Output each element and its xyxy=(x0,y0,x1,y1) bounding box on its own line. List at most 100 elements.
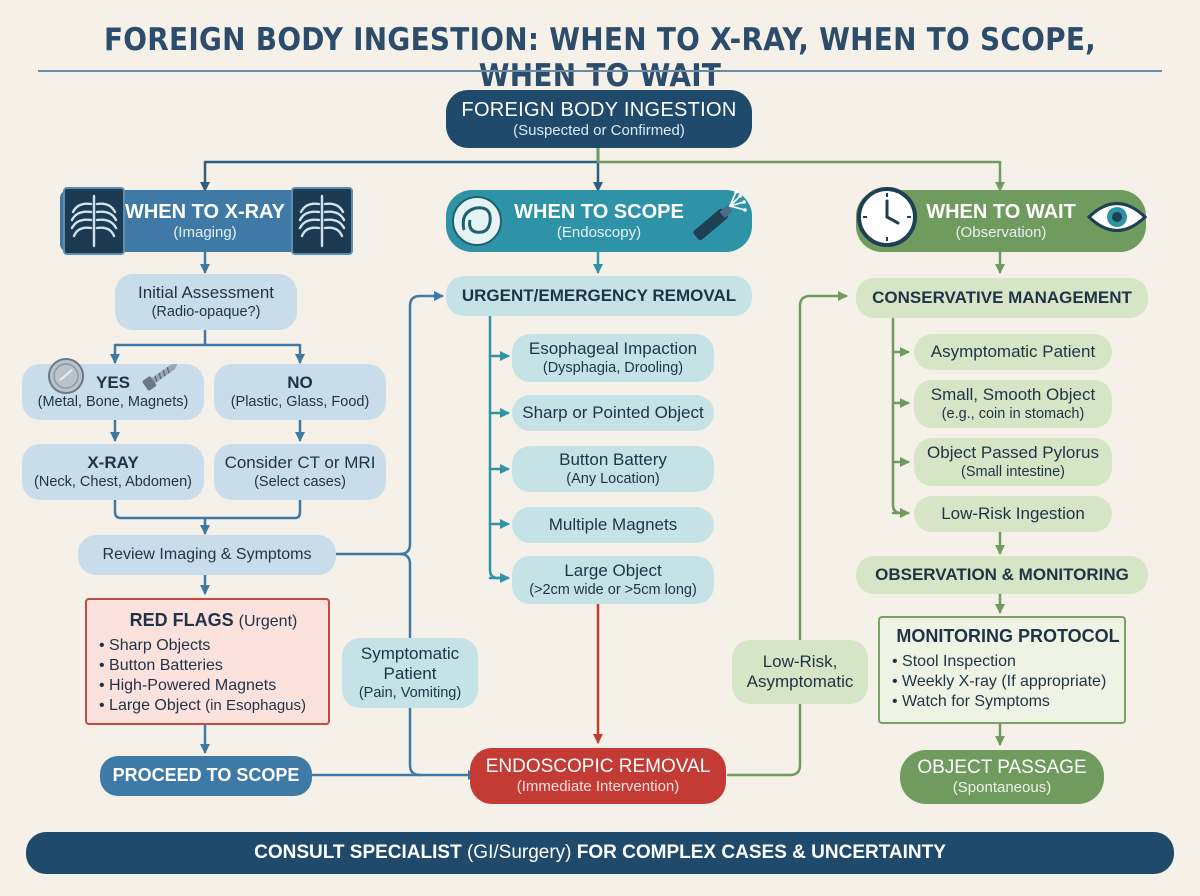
yes-subtitle: (Metal, Bone, Magnets) xyxy=(37,393,189,410)
wait-header-title: WHEN TO WAIT xyxy=(926,201,1076,223)
footer-part-3: FOR COMPLEX CASES & UNCERTAINTY xyxy=(576,841,946,863)
conservative-management-label: CONSERVATIVE MANAGEMENT xyxy=(872,287,1132,307)
scope-item-title: Multiple Magnets xyxy=(548,514,678,534)
scope-item-title: Large Object xyxy=(564,561,662,581)
initial-assessment-title: Initial Assessment xyxy=(137,283,275,303)
coin-icon xyxy=(46,356,86,401)
title-divider xyxy=(38,70,1162,72)
symptomatic-subtitle: (Pain, Vomiting) xyxy=(358,684,462,701)
endoscope-icon xyxy=(684,190,748,255)
red-flags-heading: RED FLAGS xyxy=(129,610,234,630)
scope-item-box: Multiple Magnets xyxy=(512,507,714,543)
endoscope-icon xyxy=(450,194,504,253)
wait-item-title: Small, Smooth Object xyxy=(930,385,1096,405)
xray-header-subtitle: (Imaging) xyxy=(173,224,237,241)
clock-icon xyxy=(856,186,918,253)
footer-part-1: CONSULT SPECIALIST xyxy=(254,841,462,863)
wait-item-box: Small, Smooth Object (e.g., coin in stom… xyxy=(914,380,1112,428)
endoscopic-removal-subtitle: (Immediate Intervention) xyxy=(516,778,680,796)
wait-item-box: Object Passed Pylorus (Small intestine) xyxy=(914,438,1112,486)
endoscopic-removal-title: ENDOSCOPIC REMOVAL xyxy=(485,755,711,777)
root-to-xray-arrow xyxy=(200,144,600,192)
symptomatic-patient-box: Symptomatic Patient (Pain, Vomiting) xyxy=(342,638,478,708)
radio-opaque-no-box: NO (Plastic, Glass, Food) xyxy=(214,364,386,420)
footer-part-2: (GI/Surgery) xyxy=(466,841,572,863)
conservative-management-box: CONSERVATIVE MANAGEMENT xyxy=(856,278,1148,318)
low-risk-asymptomatic-box: Low-Risk, Asymptomatic xyxy=(732,640,868,704)
proceed-to-scope-label: PROCEED TO SCOPE xyxy=(112,765,300,786)
root-to-wait-arrow xyxy=(596,144,1005,192)
chest-xray-icon xyxy=(290,186,354,261)
observation-monitoring-box: OBSERVATION & MONITORING xyxy=(856,556,1148,594)
scope-item-box: Sharp or Pointed Object xyxy=(512,395,714,431)
consult-specialist-banner: CONSULT SPECIALIST (GI/Surgery) FOR COMP… xyxy=(26,832,1174,874)
red-flag-item-suffix: (in Esophagus) xyxy=(205,696,307,714)
wait-item-title: Asymptomatic Patient xyxy=(930,341,1096,361)
ct-subtitle: (Select cases) xyxy=(254,473,346,490)
monitoring-item: • Stool Inspection xyxy=(892,652,1016,670)
scope-item-box: Button Battery (Any Location) xyxy=(512,446,714,492)
symptomatic-title-1: Symptomatic xyxy=(360,643,460,663)
object-passage-box: OBJECT PASSAGE (Spontaneous) xyxy=(900,750,1104,804)
review-imaging-label: Review Imaging & Symptoms xyxy=(102,546,312,564)
low-risk-line-1: Low-Risk, xyxy=(762,651,838,671)
wait-header-subtitle: (Observation) xyxy=(955,224,1047,241)
urgent-removal-box: URGENT/EMERGENCY REMOVAL xyxy=(446,276,752,316)
initial-assessment-box: Initial Assessment (Radio-opaque?) xyxy=(115,274,297,330)
scope-item-title: Button Battery xyxy=(559,450,667,470)
monitoring-item: • Weekly X-ray (If appropriate) xyxy=(892,672,1107,690)
red-flag-item-text: • Large Object xyxy=(99,696,201,714)
eye-icon xyxy=(1086,196,1148,243)
monitoring-protocol-box: MONITORING PROTOCOL • Stool Inspection •… xyxy=(878,616,1126,724)
wait-item-subtitle: (Small intestine) xyxy=(961,463,1065,480)
urgent-removal-label: URGENT/EMERGENCY REMOVAL xyxy=(461,285,737,305)
radio-opaque-yes-box: YES (Metal, Bone, Magnets) xyxy=(22,364,204,420)
scope-header-title: WHEN TO SCOPE xyxy=(514,201,684,223)
scope-item-box: Large Object (>2cm wide or >5cm long) xyxy=(512,556,714,604)
xray-header-title: WHEN TO X-RAY xyxy=(124,201,286,223)
red-flag-item: • Sharp Objects xyxy=(99,636,211,654)
red-flag-item: • High-Powered Magnets xyxy=(99,676,277,694)
yes-title: YES xyxy=(95,373,131,393)
root-title: FOREIGN BODY INGESTION xyxy=(461,99,737,121)
object-passage-subtitle: (Spontaneous) xyxy=(952,779,1052,797)
review-imaging-box: Review Imaging & Symptoms xyxy=(78,535,336,575)
page-title: FOREIGN BODY INGESTION: WHEN TO X-RAY, W… xyxy=(103,22,1097,94)
ct-title: Consider CT or MRI xyxy=(224,453,376,473)
low-risk-line-2: Asymptomatic xyxy=(746,672,854,691)
scope-item-title: Sharp or Pointed Object xyxy=(522,402,704,422)
screw-icon xyxy=(138,356,182,401)
red-flags-title: RED FLAGS (Urgent) xyxy=(130,610,298,632)
wait-item-title: Low-Risk Ingestion xyxy=(941,503,1085,523)
wait-item-box: Asymptomatic Patient xyxy=(914,334,1112,370)
no-title: NO xyxy=(287,373,313,393)
red-flag-item: • Large Object (in Esophagus) xyxy=(99,696,306,716)
footer-text: CONSULT SPECIALIST (GI/Surgery) FOR COMP… xyxy=(254,842,946,865)
wait-item-title: Object Passed Pylorus xyxy=(927,443,1099,463)
endoscopic-removal-box: ENDOSCOPIC REMOVAL (Immediate Interventi… xyxy=(470,748,726,804)
observation-monitoring-label: OBSERVATION & MONITORING xyxy=(875,564,1129,584)
consider-ct-mri-box: Consider CT or MRI (Select cases) xyxy=(214,444,386,500)
red-flags-box: RED FLAGS (Urgent) • Sharp Objects • But… xyxy=(85,598,330,725)
root-foreign-body-box: FOREIGN BODY INGESTION (Suspected or Con… xyxy=(446,90,752,148)
scope-item-subtitle: (Dysphagia, Drooling) xyxy=(542,359,684,376)
symptomatic-title-2: Patient xyxy=(383,664,437,684)
wait-item-box: Low-Risk Ingestion xyxy=(914,496,1112,532)
scope-item-subtitle: (Any Location) xyxy=(566,470,660,487)
xray-box-title: X-RAY xyxy=(87,453,139,473)
root-subtitle: (Suspected or Confirmed) xyxy=(513,122,685,139)
chest-xray-icon xyxy=(62,186,126,261)
scope-item-subtitle: (>2cm wide or >5cm long) xyxy=(529,581,697,598)
object-passage-title: OBJECT PASSAGE xyxy=(917,756,1087,778)
scope-item-title: Esophageal Impaction xyxy=(528,339,698,359)
xray-box-subtitle: (Neck, Chest, Abdomen) xyxy=(34,473,192,490)
red-flag-item: • Button Batteries xyxy=(99,656,223,674)
proceed-to-scope-box: PROCEED TO SCOPE xyxy=(100,756,312,796)
wait-item-subtitle: (e.g., coin in stomach) xyxy=(941,405,1085,422)
monitoring-protocol-title: MONITORING PROTOCOL xyxy=(896,626,1120,646)
monitoring-item: • Watch for Symptoms xyxy=(892,692,1050,710)
red-flags-qualifier: (Urgent) xyxy=(238,613,298,630)
initial-assessment-subtitle: (Radio-opaque?) xyxy=(151,303,261,320)
xray-imaging-box: X-RAY (Neck, Chest, Abdomen) xyxy=(22,444,204,500)
scope-item-box: Esophageal Impaction (Dysphagia, Droolin… xyxy=(512,334,714,382)
